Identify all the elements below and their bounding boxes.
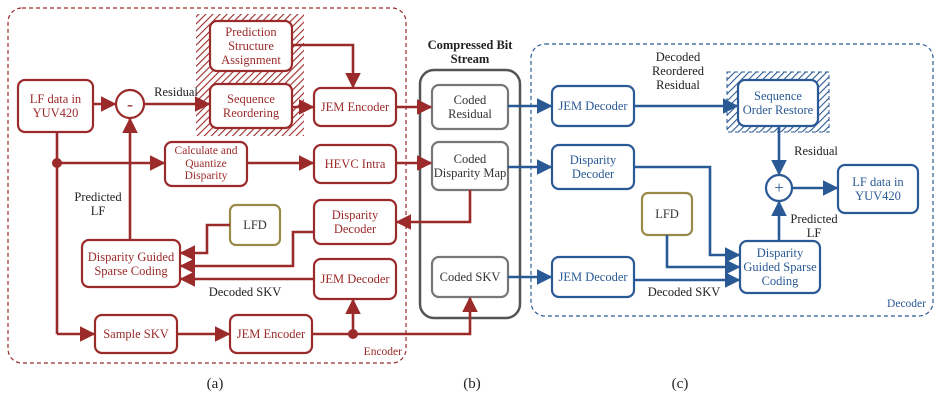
bs-coded-residual-box bbox=[430, 83, 510, 131]
bs-coded-disparity-box bbox=[430, 140, 510, 192]
dec-dgsc-box bbox=[738, 239, 822, 295]
arrow-disparity-to-decoder bbox=[395, 190, 472, 230]
dec-residual-label: Residual bbox=[794, 144, 838, 158]
dec-sequence-order-restore-box bbox=[736, 78, 820, 128]
enc-jem-encoder-bottom-box bbox=[228, 313, 314, 355]
enc-sample-skv-box bbox=[93, 313, 179, 355]
dec-predicted-lf-label: Predicted LF bbox=[790, 212, 838, 240]
dec-jem-decoder-top-box bbox=[550, 84, 636, 128]
enc-lf-data-box bbox=[16, 78, 95, 134]
dec-lf-data-box bbox=[836, 163, 920, 215]
arrow-disdec-to-dgsc bbox=[179, 230, 314, 274]
arrow-lfd-to-dgsc bbox=[665, 235, 741, 275]
enc-disparity-decoder-box bbox=[312, 198, 398, 246]
encoder-region-label: Encoder bbox=[363, 346, 402, 358]
dec-plus-node bbox=[764, 173, 794, 203]
enc-junction-dot-1 bbox=[52, 158, 62, 168]
decoder-region bbox=[530, 43, 934, 317]
enc-prediction-structure-box bbox=[208, 19, 294, 73]
enc-decoded-skv-label: Decoded SKV bbox=[208, 285, 282, 299]
dec-lfd-box bbox=[640, 191, 694, 237]
enc-minus-node bbox=[114, 88, 146, 120]
enc-jem-decoder-box bbox=[312, 257, 398, 301]
encoder-region bbox=[7, 7, 407, 364]
enc-dgsc-box bbox=[80, 238, 182, 289]
enc-predicted-lf-label: Predicted LF bbox=[74, 190, 122, 218]
enc-sequence-reordering-box bbox=[208, 82, 294, 130]
enc-jem-encoder-top-box bbox=[312, 86, 398, 128]
enc-residual-label: Residual bbox=[154, 85, 198, 99]
dec-decoded-reordered-residual-label: Decoded Reordered Residual bbox=[651, 50, 705, 92]
enc-hevc-intra-box bbox=[312, 143, 398, 185]
arrow-lfd-to-dgsc bbox=[179, 223, 230, 261]
dec-jem-decoder-bottom-box bbox=[550, 255, 636, 299]
caption-b: (b) bbox=[463, 376, 481, 392]
enc-calc-quantize-box bbox=[163, 140, 249, 188]
caption-c: (c) bbox=[671, 376, 689, 392]
decoder-region-label: Decoder bbox=[887, 298, 926, 310]
bs-coded-skv-box bbox=[430, 255, 510, 299]
enc-junction-dot-2 bbox=[348, 329, 358, 339]
dec-decoded-skv-label: Decoded SKV bbox=[647, 285, 721, 299]
arrow-disdec-to-dgsc bbox=[634, 165, 741, 263]
arrow-pred-to-jem bbox=[292, 43, 361, 89]
enc-lfd-box bbox=[228, 203, 282, 247]
dec-disparity-decoder-box bbox=[550, 143, 636, 191]
arrow-jem-to-coded-skv bbox=[312, 296, 478, 336]
bitstream-title: Compressed Bit Stream bbox=[427, 38, 513, 66]
caption-a: (a) bbox=[206, 376, 224, 392]
